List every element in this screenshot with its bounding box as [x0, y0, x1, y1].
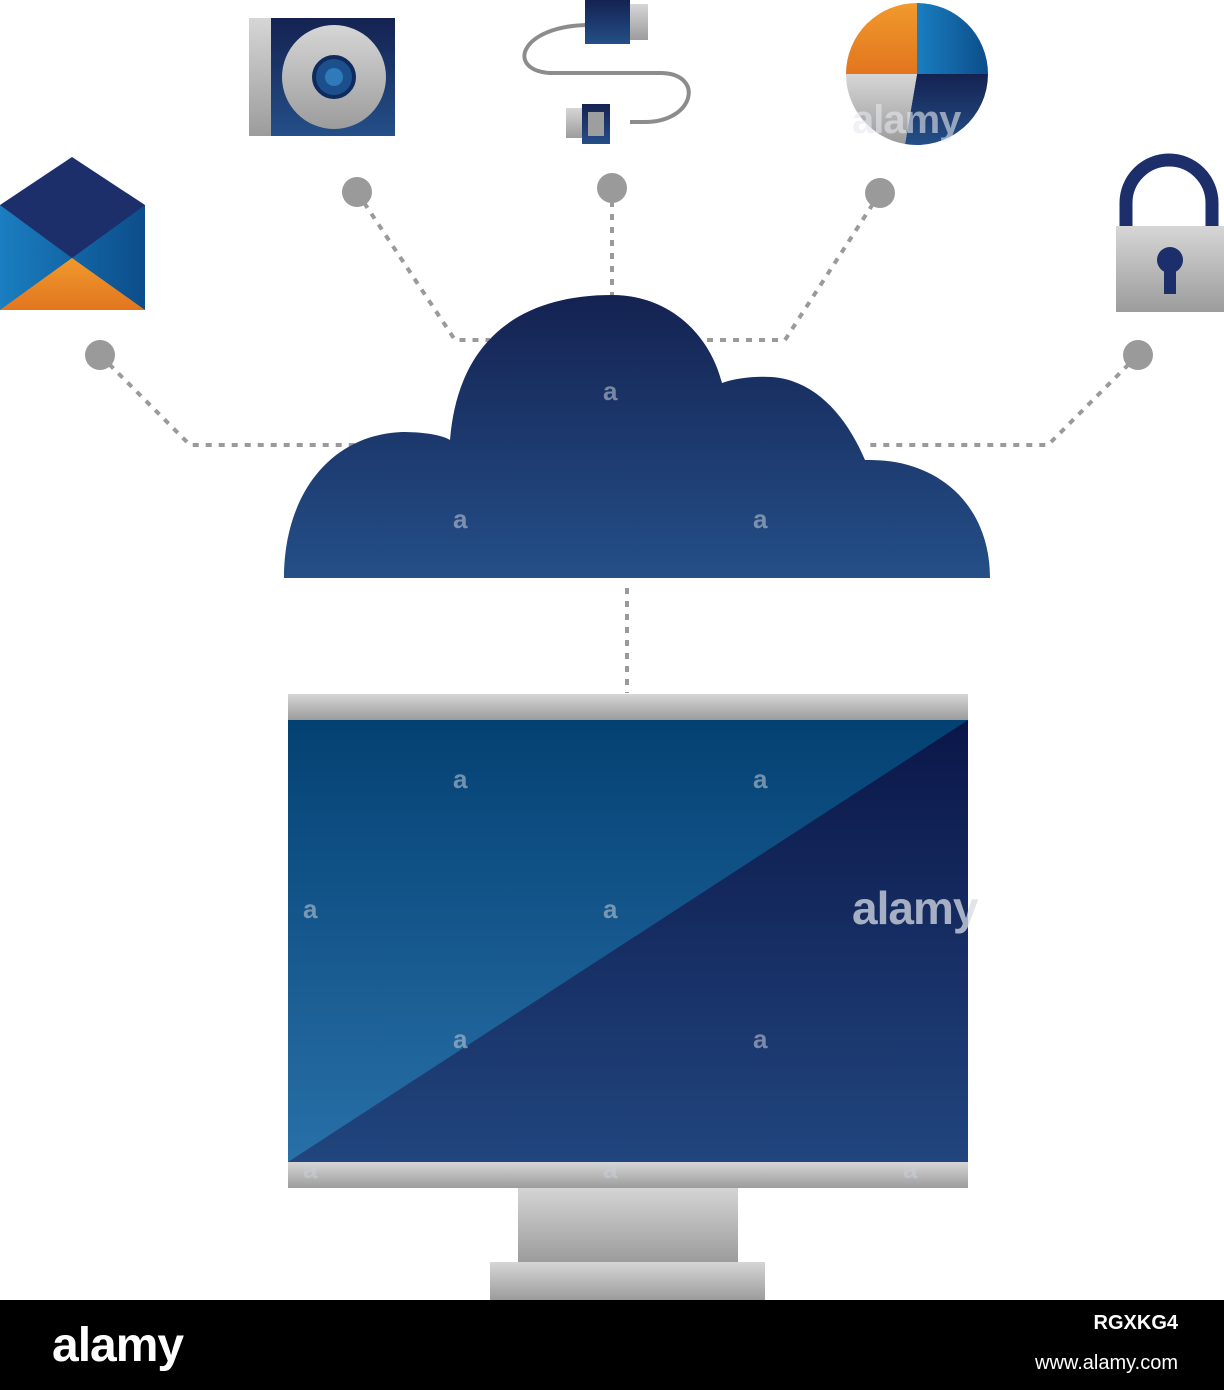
dot-envelope: [85, 340, 115, 370]
footer-url: www.alamy.com: [1035, 1352, 1178, 1374]
dot-lock: [1123, 340, 1153, 370]
usb-cable-icon: [522, 0, 691, 144]
stock-footer-bar: alamy RGXKG4 www.alamy.com: [0, 1300, 1224, 1390]
padlock-icon: [1116, 153, 1224, 312]
monitor-icon: [288, 694, 968, 1300]
cloud-network-illustration: [0, 0, 1224, 1300]
dot-pie: [865, 178, 895, 208]
dot-usb: [597, 173, 627, 203]
connector-dots: [85, 173, 1153, 370]
connector-pie: [705, 191, 882, 342]
connector-lines: [98, 188, 1140, 693]
footer-image-id: RGXKG4: [1093, 1312, 1178, 1334]
cd-disc-icon: [249, 18, 395, 136]
envelope-icon: [0, 157, 145, 310]
footer-logo: alamy: [52, 1319, 184, 1372]
dot-disc: [342, 177, 372, 207]
cloud-icon: [284, 295, 990, 578]
connector-lock: [865, 353, 1140, 447]
pie-chart-icon: [846, 3, 988, 146]
connector-disc: [355, 190, 490, 342]
connector-envelope: [98, 353, 355, 447]
